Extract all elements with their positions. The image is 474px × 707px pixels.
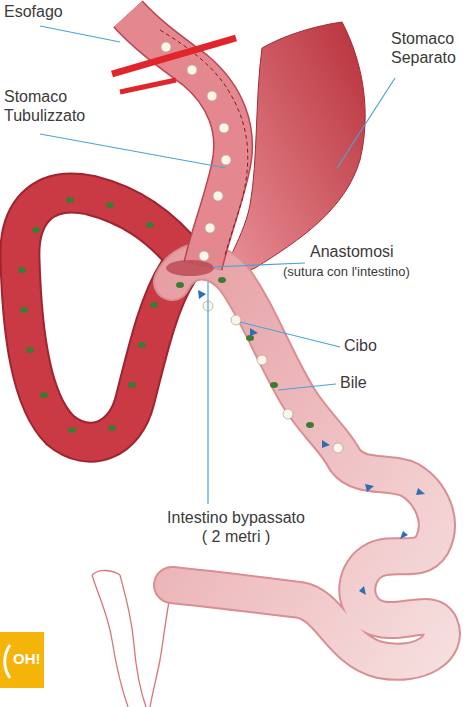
flow-arrows	[198, 290, 425, 595]
band	[112, 38, 236, 74]
alimentary-limb-edge	[172, 261, 442, 661]
part-label: Anastomosi	[310, 243, 394, 262]
anastomosis	[166, 260, 214, 276]
logo-bracket	[5, 645, 10, 678]
alimentary-limb	[172, 261, 442, 661]
part-label: Stomaco Tubulizzato	[4, 88, 116, 126]
part-label: Intestino bypassato ( 2 metri )	[165, 509, 307, 547]
biliary-limb	[20, 193, 190, 442]
part-label: Stomaco Separato	[391, 30, 471, 68]
part-label: Bile	[340, 374, 367, 393]
staple-line	[160, 30, 248, 255]
part-label: Cibo	[344, 337, 377, 356]
part-label: Esofago	[4, 3, 63, 22]
logo-ground	[0, 632, 44, 688]
biliary-limb-edge	[20, 193, 190, 442]
band	[120, 80, 176, 92]
logo-text: OH!	[13, 650, 41, 668]
bile-dots	[18, 197, 314, 433]
note-label: (sutura con l'intestino)	[283, 264, 410, 279]
